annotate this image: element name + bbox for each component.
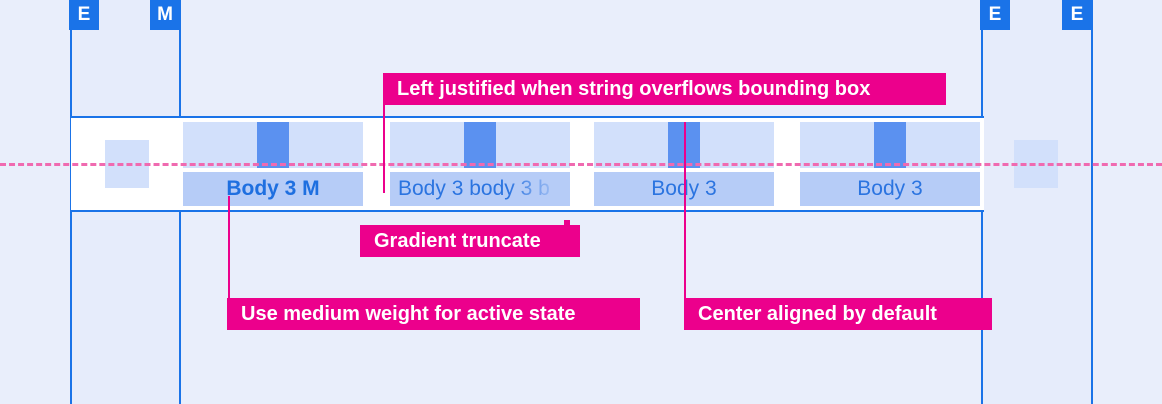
tab-glyph-icon: [464, 122, 496, 168]
tab-glyph-icon: [257, 122, 289, 168]
tab-label-text: Body 3 M: [226, 177, 320, 200]
annotation-center-aligned: Center aligned by default: [684, 298, 992, 330]
badge-edge-right-inner: E: [980, 0, 1010, 30]
tab-label-background: Body 3: [800, 172, 980, 206]
tab-label-background: Body 3 body 3 b: [390, 172, 570, 206]
annotation-medium-weight: Use medium weight for active state: [227, 298, 640, 330]
tab-label-text: Body 3 body 3 b: [398, 177, 550, 200]
tab-glyph-icon: [874, 122, 906, 168]
tab-label-text: Body 3: [857, 177, 923, 200]
text-baseline-guide: [0, 163, 1162, 166]
badge-margin-left: M: [150, 0, 180, 30]
annotation-left-justified: Left justified when string overflows bou…: [383, 73, 946, 105]
tab-label-background: Body 3 M: [183, 172, 363, 206]
tab-body-3-m[interactable]: Body 3 M: [183, 122, 363, 206]
connector-left-justified: [383, 73, 385, 193]
tab-icon-background: [183, 122, 363, 168]
tab-icon-background: [800, 122, 980, 168]
tab-body-3-last[interactable]: Body 3: [800, 122, 980, 206]
tab-icon-background: [390, 122, 570, 168]
region-fill-right: [982, 0, 1091, 404]
connector-center-aligned: [684, 122, 686, 298]
tab-label-text: Body 3: [651, 177, 717, 200]
badge-edge-left-outer: E: [69, 0, 99, 30]
connector-medium-weight: [228, 196, 230, 298]
annotation-gradient-truncate: Gradient truncate: [360, 220, 580, 257]
badge-edge-right-outer: E: [1062, 0, 1092, 30]
guide-line-4: [1091, 0, 1093, 404]
